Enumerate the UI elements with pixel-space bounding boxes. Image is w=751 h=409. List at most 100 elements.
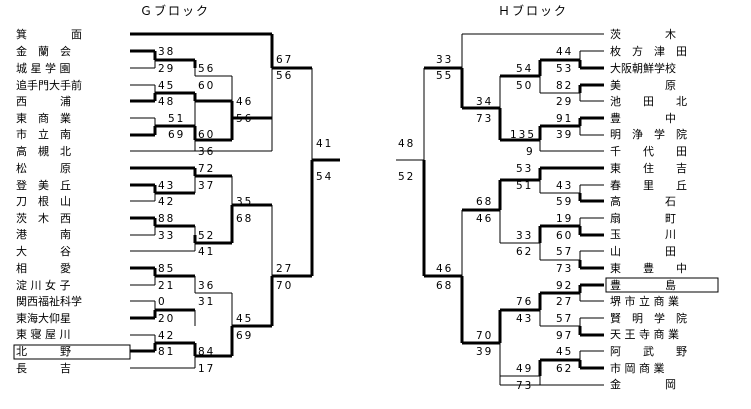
team-name: 東 豊 中 [610,262,687,275]
score: 54 [316,171,333,183]
score: 48 [158,96,175,108]
score: 70 [276,280,293,292]
score: 88 [158,213,175,225]
score: 41 [198,246,215,258]
team-name: 港 南 [16,228,71,241]
team-name: 淀 川 女 子 [16,278,71,292]
score: 92 [556,280,573,292]
g-block-title: Ｇブロック [140,3,210,18]
team-name: 市 立 南 [16,127,71,141]
team-name: 北 野 [16,345,71,358]
score: 56 [236,113,253,125]
score: 62 [556,363,573,375]
score: 73 [476,113,493,125]
score: 84 [198,346,215,358]
team-name: 相 愛 [16,262,71,275]
team-name: 阿 武 野 [610,345,687,358]
score: 39 [556,129,573,141]
score: 17 [198,363,215,375]
score: 29 [556,96,573,108]
team-name: 高 石 [610,194,676,208]
team-name: 西 浦 [16,95,71,108]
score: 50 [516,80,533,92]
team-name: 春 里 丘 [610,179,687,192]
score: 29 [158,63,175,75]
score: 56 [198,63,215,75]
score: 69 [168,129,185,141]
team-name: 東 商 業 [16,111,71,125]
team-name: 金 岡 [610,377,676,391]
score: 81 [158,346,175,358]
team-name: 関西福祉科学 [16,294,82,308]
score: 82 [556,80,573,92]
team-name: 高 槻 北 [16,144,71,158]
score: 53 [516,163,533,175]
team-name: 金 蘭 会 [16,44,71,58]
team-name: 市 岡 商 業 [610,361,665,375]
team-name: 箕 面 [16,27,82,41]
score: 46 [236,96,253,108]
score: 42 [158,330,175,342]
score: 0 [158,296,167,308]
score: 55 [436,70,453,82]
team-name: 山 田 [610,245,676,258]
team-name: 枚 方 津 田 [610,44,687,58]
score: 42 [158,196,175,208]
score: 38 [158,46,175,58]
score: 48 [398,138,415,150]
score: 52 [198,230,215,242]
score: 33 [158,230,175,242]
score: 21 [158,280,175,292]
score: 68 [436,280,453,292]
score: 60 [556,230,573,242]
team-name: 大阪朝鮮学校 [610,61,676,75]
score: 31 [198,296,215,308]
score: 19 [556,213,573,225]
score: 51 [516,180,533,192]
score: 59 [556,196,573,208]
score: 57 [556,246,573,258]
score: 69 [236,330,253,342]
team-name: 大 谷 [16,244,71,258]
team-name: 豊 島 [610,278,676,292]
team-name: 追手門大手前 [16,78,82,92]
score: 56 [276,70,293,82]
h-scores: 44 53 82 29 91 39 43 59 19 60 57 73 92 2… [398,46,573,392]
team-name: 東 寝 屋 川 [16,327,71,341]
team-name: 刀 根 山 [16,194,71,208]
score: 68 [236,213,253,225]
score: 51 [168,113,185,125]
team-name: 美 原 [610,79,676,92]
score: 36 [198,146,215,158]
team-name: 東海大仰星 [16,311,71,325]
team-name: 長 吉 [16,362,71,375]
score: 60 [198,80,215,92]
score: 36 [198,280,215,292]
team-name: 玉 川 [610,228,676,241]
score: 43 [516,313,533,325]
score: 73 [516,380,533,392]
h-bracket-lines [396,33,604,386]
score: 46 [436,263,453,275]
h-block-title: Ｈブロック [498,3,568,18]
score: 20 [158,313,175,325]
score: 97 [556,330,573,342]
score: 39 [476,346,493,358]
score: 72 [198,163,215,175]
highlight-box [605,277,719,293]
team-name: 堺 市 立 商 業 [610,294,679,308]
score: 43 [158,180,175,192]
score: 73 [556,263,573,275]
score: 52 [398,171,415,183]
score: 60 [198,129,215,141]
team-name: 扇 町 [610,211,676,225]
h-team-list: 茨 木 枚 方 津 田 大阪朝鮮学校 美 原 池 田 北 豊 中 明 浄 学 院… [605,27,719,391]
team-name: 茨 木 西 [16,211,71,225]
score: 27 [276,263,293,275]
g-bracket-lines [130,32,340,369]
score: 34 [476,96,493,108]
team-name: 千 代 田 [610,145,687,158]
team-name: 天 王 寺 商 業 [610,327,679,341]
score: 62 [516,246,533,258]
team-name: 賢 明 学 院 [610,311,687,325]
